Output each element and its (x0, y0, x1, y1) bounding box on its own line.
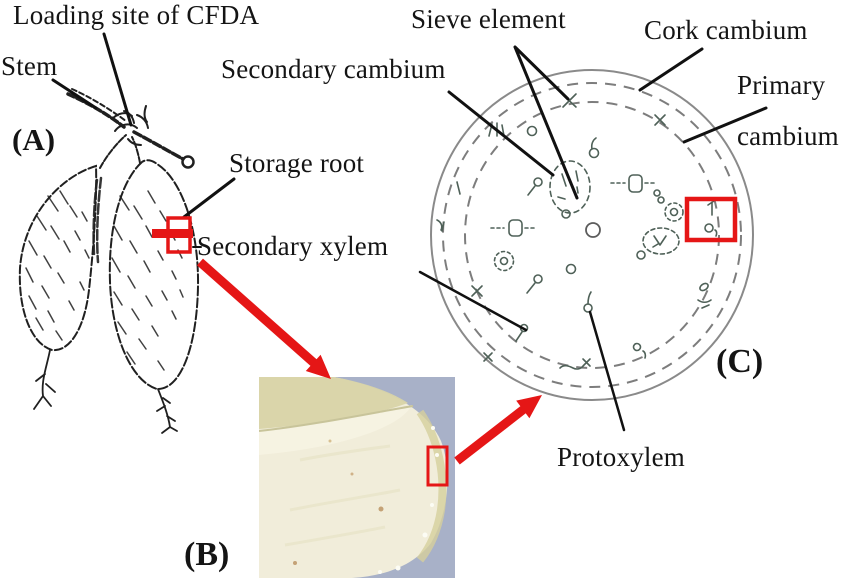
right-tuber-outline (108, 159, 200, 391)
left-tuber-roots (33, 349, 56, 410)
tissue-elements (436, 93, 718, 370)
protoxylem-target (583, 291, 593, 313)
label-loading-site: Loading site of CFDA (13, 0, 260, 30)
secondary-cambium-line (447, 90, 555, 177)
vessel-mid (565, 263, 577, 275)
arrow-a-to-b-head (305, 354, 331, 379)
edge-specks (378, 426, 439, 574)
label-primary-cambium-line2: cambium (737, 121, 839, 151)
cambium-tick-left (456, 181, 461, 195)
bottom-vessel-pair (632, 342, 647, 359)
left-tuber-outline (18, 164, 98, 352)
left-tuber-hatching (25, 190, 90, 341)
sieve-element-fork (513, 45, 579, 200)
secondary-xylem-line (418, 270, 528, 332)
central-cambium-cluster (549, 160, 591, 219)
sample-box-c (684, 196, 738, 243)
sieve-plate-left (490, 219, 537, 237)
stem-line (66, 92, 126, 129)
flesh-specks (293, 439, 384, 565)
protoxylem-lollipop (527, 177, 543, 196)
stem-line-pointer (51, 78, 98, 110)
paired-vessels (653, 189, 665, 204)
cambium-squiggle-left (436, 219, 445, 232)
cork-cambium-ring (442, 82, 742, 388)
x-mark-topright (654, 114, 666, 126)
sample-bar-a (152, 229, 193, 238)
marks-in-red-box (704, 200, 718, 237)
photo-panel (259, 377, 455, 578)
sample-box-b (426, 445, 449, 487)
arrow-a-to-b-shaft (197, 258, 317, 367)
red-annotations (152, 196, 738, 487)
arrow-b-to-c-shaft (454, 405, 527, 465)
node-scribbles (111, 105, 149, 146)
protoxylem-line (588, 310, 626, 432)
tuber-crease-shading (92, 176, 103, 264)
flesh-streaks (284, 444, 401, 547)
cambium-cluster-right (636, 227, 680, 260)
stem-line-2 (71, 88, 127, 122)
tuber-necks (99, 134, 141, 169)
label-secondary-xylem: Secondary xylem (197, 231, 389, 261)
cambium-ringed-vessel-left (493, 250, 515, 272)
label-primary-cambium-line1: Primary (737, 70, 826, 100)
label-storage-root: Storage root (229, 148, 365, 178)
potato-mid-highlight (259, 405, 412, 455)
cambium-ringed-vessel-right (664, 202, 684, 222)
central-vessel (585, 222, 601, 238)
right-tuber-roots (156, 388, 178, 434)
cross-section-diagram (430, 69, 754, 401)
sieve-plate-right (610, 174, 658, 193)
panel-letter-b: (B) (184, 536, 230, 573)
lollipop-lower-left (526, 274, 543, 294)
vessel-right-edge (699, 282, 709, 292)
primary-cambium-line (682, 106, 768, 144)
label-stem: Stem (1, 51, 58, 81)
primary-cambium-ring (464, 101, 720, 369)
arrow-b-to-c-head (516, 395, 542, 419)
panel-letter-c: (C) (716, 343, 764, 380)
potato-top-skin (259, 377, 408, 429)
plant-sketch (18, 88, 200, 434)
bottom-squiggle (559, 358, 591, 370)
label-secondary-cambium: Secondary cambium (221, 54, 446, 84)
teardrop-vessel (588, 137, 600, 159)
potato-crease-line (259, 405, 414, 432)
label-cork-cambium: Cork cambium (644, 15, 808, 45)
label-sieve-element: Sieve element (411, 4, 566, 34)
stem-cut-end (181, 155, 195, 169)
label-protoxylem: Protoxylem (557, 442, 685, 472)
cork-cambium-line (638, 47, 704, 92)
loading-site-line (102, 32, 133, 127)
leader-lines (51, 32, 768, 432)
x-mark-bottomleft (483, 352, 493, 362)
vessel-small (526, 125, 538, 137)
panel-letter-a: (A) (12, 122, 56, 157)
potato-right-rim (416, 409, 447, 563)
root-surface-outline (430, 69, 754, 401)
x-mark-left (471, 285, 483, 297)
squiggle-right (697, 299, 712, 309)
stem-branch (132, 130, 185, 161)
storage-root-line (182, 177, 236, 219)
